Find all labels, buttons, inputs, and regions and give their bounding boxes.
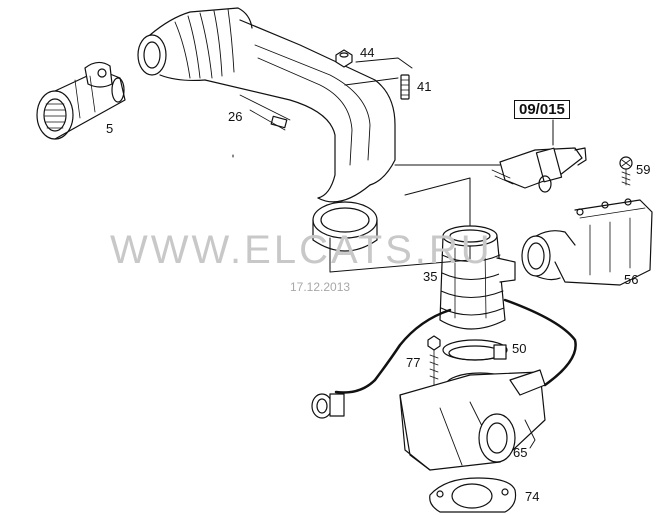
intake-duct-part — [137, 7, 396, 252]
callout-35: 35 — [423, 269, 438, 284]
callout-59: 59 — [636, 162, 651, 177]
callout-26: 26 — [228, 109, 243, 124]
wiring-harness-right — [503, 298, 577, 387]
callout-77: 77 — [406, 355, 421, 370]
air-mass-sensor-part — [36, 61, 126, 140]
callout-65: 65 — [513, 445, 528, 460]
watermark-text: WWW.ELCATS.RU — [110, 228, 493, 272]
callout-74: 74 — [525, 489, 540, 504]
wiring-harness — [334, 308, 452, 394]
callout-56: 56 — [624, 272, 639, 287]
date-stamp: 17.12.2013 — [290, 280, 351, 294]
reference-label-box: 09/015 — [514, 100, 570, 119]
connector-part — [311, 393, 345, 419]
nut-and-stud-part — [335, 49, 410, 100]
screw-part — [619, 156, 633, 186]
callout-5: 5 — [106, 121, 114, 136]
pressure-sensor-part — [491, 147, 587, 193]
gasket-part — [429, 477, 517, 513]
callout-41: 41 — [417, 79, 432, 94]
manifold-cover-part — [521, 198, 653, 286]
callout-50: 50 — [512, 341, 527, 356]
throttle-housing-part — [399, 369, 546, 471]
callout-44: 44 — [360, 45, 375, 60]
corrugated-hose-part — [439, 225, 516, 330]
hose-clamp-part — [442, 339, 508, 361]
bolt-part — [427, 335, 441, 386]
